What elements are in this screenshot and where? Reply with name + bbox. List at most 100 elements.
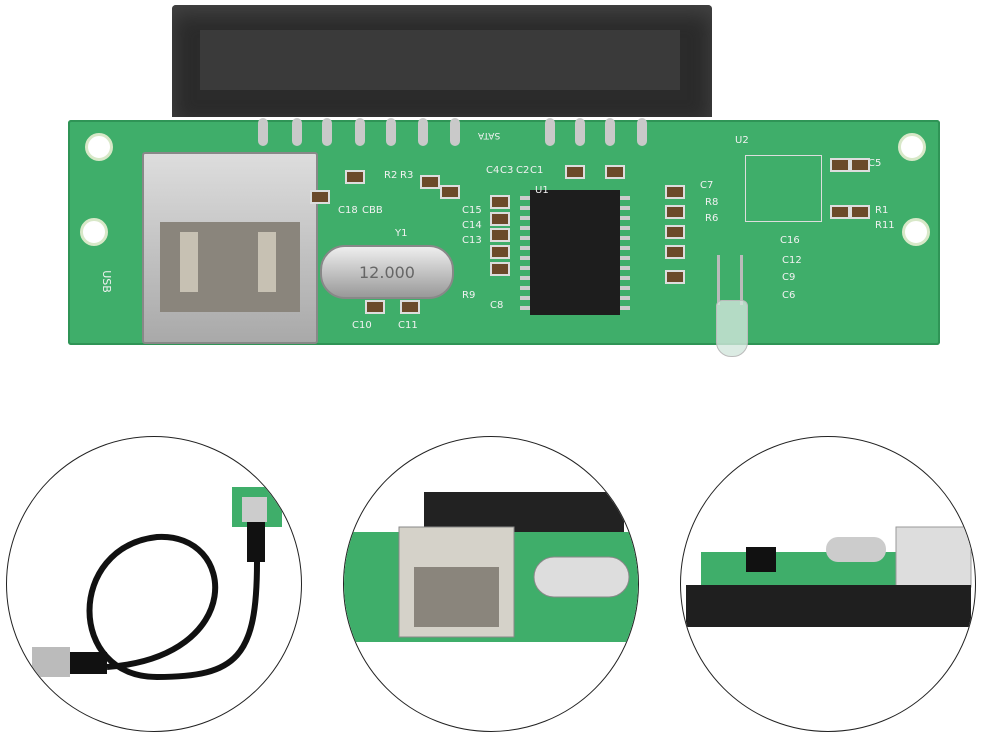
silkscreen-label: C2: [516, 165, 530, 176]
sata-pin: [450, 118, 460, 146]
silkscreen-label: R3: [400, 170, 414, 181]
usb-silkscreen: USB: [99, 270, 113, 293]
chip-leg: [520, 266, 530, 270]
sata-pin: [545, 118, 555, 146]
silkscreen-label: C8: [490, 300, 504, 311]
sata-pin: [355, 118, 365, 146]
u2-footprint: [745, 155, 822, 222]
chip-leg: [620, 256, 630, 260]
smd-component: [490, 228, 510, 242]
mount-hole: [898, 133, 926, 161]
smd-component: [850, 158, 870, 172]
sata-pin: [605, 118, 615, 146]
silkscreen-label: U2: [735, 135, 749, 146]
inset-usb-port: [343, 436, 639, 732]
chip-leg: [520, 276, 530, 280]
controller-chip: [530, 190, 620, 315]
chip-leg: [620, 236, 630, 240]
smd-component: [830, 205, 850, 219]
chip-leg: [520, 196, 530, 200]
smd-component: [310, 190, 330, 204]
smd-component: [490, 195, 510, 209]
smd-component: [665, 245, 685, 259]
chip-leg: [520, 256, 530, 260]
silkscreen-label: C1: [530, 165, 544, 176]
sata-pin: [322, 118, 332, 146]
silkscreen-label: CBB: [362, 205, 383, 216]
silkscreen-label: C5: [868, 158, 882, 169]
silkscreen-label: C4: [486, 165, 500, 176]
silkscreen-label: U1: [535, 185, 549, 196]
chip-leg: [520, 206, 530, 210]
smd-component: [665, 270, 685, 284]
silkscreen-label: C13: [462, 235, 482, 246]
mount-hole: [80, 218, 108, 246]
silkscreen-label: R9: [462, 290, 476, 301]
sata-silkscreen: SATA: [478, 130, 501, 140]
silkscreen-label: R2: [384, 170, 398, 181]
chip-leg: [620, 206, 630, 210]
silkscreen-label: C15: [462, 205, 482, 216]
silkscreen-label: C16: [780, 235, 800, 246]
chip-leg: [620, 216, 630, 220]
chip-leg: [520, 236, 530, 240]
sata-closeup-illustration: [686, 526, 972, 627]
silkscreen-label: R1: [875, 205, 889, 216]
silkscreen-label: C18: [338, 205, 358, 216]
sata-pin: [575, 118, 585, 146]
inset-sata: [680, 436, 976, 732]
chip-leg: [620, 246, 630, 250]
silkscreen-label: C6: [782, 290, 796, 301]
smd-component: [490, 262, 510, 276]
chip-leg: [620, 276, 630, 280]
usb-contact: [258, 232, 276, 292]
sata-pin: [386, 118, 396, 146]
usb-port-closeup-illustration: [344, 492, 638, 642]
silkscreen-label: R8: [705, 197, 719, 208]
sata-connector-body: [200, 30, 680, 90]
sata-pin: [637, 118, 647, 146]
smd-component: [490, 245, 510, 259]
chip-leg: [520, 216, 530, 220]
mount-hole: [902, 218, 930, 246]
silkscreen-label: R11: [875, 220, 895, 231]
chip-leg: [520, 306, 530, 310]
chip-leg: [620, 266, 630, 270]
chip-leg: [520, 286, 530, 290]
silkscreen-label: C9: [782, 272, 796, 283]
chip-leg: [620, 196, 630, 200]
chip-leg: [620, 286, 630, 290]
smd-component: [420, 175, 440, 189]
chip-leg: [520, 246, 530, 250]
smd-component: [490, 212, 510, 226]
mount-hole: [85, 133, 113, 161]
smd-component: [440, 185, 460, 199]
usb-cable-illustration: [32, 487, 282, 681]
smd-component: [665, 185, 685, 199]
silkscreen-label: C12: [782, 255, 802, 266]
crystal-label: 12.000: [359, 262, 415, 282]
usb-contact: [180, 232, 198, 292]
silkscreen-label: C3: [500, 165, 514, 176]
sata-pin: [418, 118, 428, 146]
chip-leg: [620, 306, 630, 310]
smd-component: [400, 300, 420, 314]
crystal-oscillator: 12.000: [320, 245, 454, 299]
smd-component: [665, 225, 685, 239]
chip-leg: [620, 296, 630, 300]
smd-component: [605, 165, 625, 179]
smd-component: [565, 165, 585, 179]
silkscreen-label: C11: [398, 320, 418, 331]
smd-component: [850, 205, 870, 219]
chip-leg: [620, 226, 630, 230]
silkscreen-label: Y1: [395, 228, 408, 239]
smd-component: [830, 158, 850, 172]
smd-component: [365, 300, 385, 314]
silkscreen-label: C14: [462, 220, 482, 231]
silkscreen-label: R6: [705, 213, 719, 224]
smd-component: [665, 205, 685, 219]
chip-leg: [520, 226, 530, 230]
smd-component: [345, 170, 365, 184]
sata-pin: [292, 118, 302, 146]
silkscreen-label: C10: [352, 320, 372, 331]
